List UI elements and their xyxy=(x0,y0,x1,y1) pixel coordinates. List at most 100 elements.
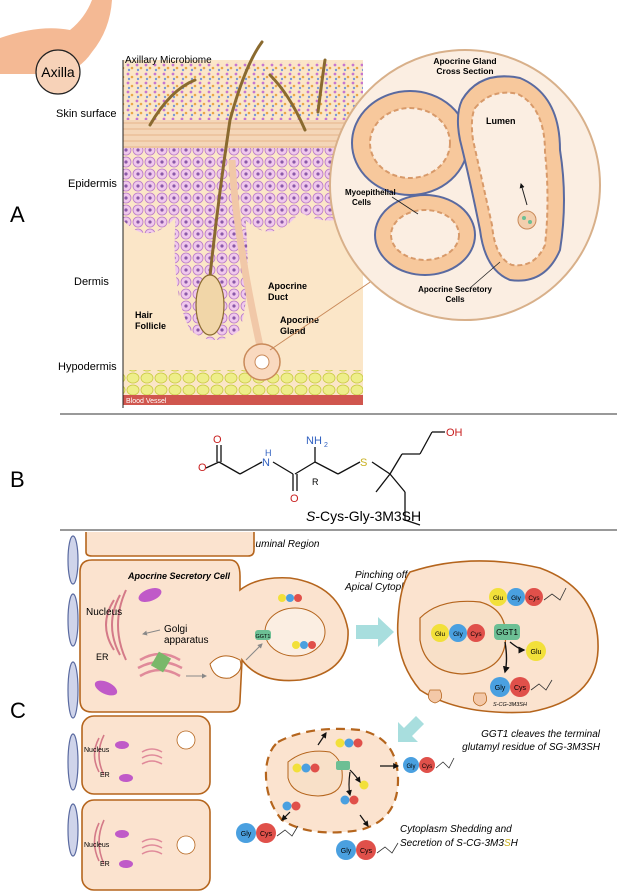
mitochondrion-icon xyxy=(119,860,133,868)
cross-section-title-1: Apocrine Gland xyxy=(433,56,496,66)
shed-out-arrow xyxy=(359,814,369,827)
ggt1-label: GGT1 xyxy=(496,628,518,637)
panel-b-letter: B xyxy=(10,467,25,492)
lower-nucleus-label: Nucleus xyxy=(84,747,110,754)
ggt1-enzyme xyxy=(494,624,520,640)
secretory-vesicle xyxy=(209,655,242,679)
panel-c: C Luminal Region Apocrine Secretory Cell… xyxy=(10,532,601,891)
layer-label-skin-surface: Skin surface xyxy=(56,108,117,120)
panel-c-letter: C xyxy=(10,698,26,723)
tripeptide-vesicle: Glu Gly Cys xyxy=(431,624,485,642)
tripeptide-top-right: Glu Gly Cys xyxy=(489,587,567,606)
atom-s: S xyxy=(360,457,367,469)
cys-label: Cys xyxy=(470,631,482,638)
shed-out-arrow xyxy=(281,811,291,821)
blood-vessel xyxy=(123,395,363,405)
myoepithelial-label-2: Cells xyxy=(352,198,372,207)
hair-follicle-bulb xyxy=(195,274,225,336)
pinching-label-1: Pinching off xyxy=(355,570,408,581)
released-dipeptide-left: Gly Cys xyxy=(236,823,299,843)
atom-nh2-subscript: 2 xyxy=(324,442,328,449)
lower-er-label-2: ER xyxy=(100,861,110,868)
membrane-protein xyxy=(427,689,443,704)
cys-label: Cys xyxy=(514,685,527,692)
atom-h: H xyxy=(265,448,272,458)
secretory-cell-lower-2 xyxy=(81,799,211,891)
free-glu-label: Glu xyxy=(531,649,542,656)
shed-arrow xyxy=(317,732,327,746)
panel-a-letter: A xyxy=(10,202,25,227)
secretory-cell-label: Apocrine Secretory Cell xyxy=(127,571,231,581)
cys-label: Cys xyxy=(360,848,373,855)
axilla-label: Axilla xyxy=(41,64,75,80)
secretory-cell-lower-1 xyxy=(81,715,211,795)
layer-label-epidermis: Epidermis xyxy=(68,178,117,190)
product-arrow xyxy=(502,641,510,674)
axilla-arm-icon xyxy=(0,0,112,74)
shed-arrow-icon xyxy=(398,716,424,742)
molecule-skeleton xyxy=(205,431,445,526)
mitochondrion-icon xyxy=(119,774,133,782)
molecule-caption: S-Cys-Gly-3M3SH xyxy=(306,508,421,524)
released-dipeptide-bottom: Gly Cys xyxy=(336,840,399,860)
apocrine-duct-shape xyxy=(228,159,266,356)
shedding-vesicle xyxy=(287,750,343,797)
axilla-circle xyxy=(35,49,81,95)
pinching-label-2: Apical Cytoplasm xyxy=(344,582,422,593)
lumen-label: Lumen xyxy=(486,116,516,126)
atom-o-bottom: O xyxy=(290,493,299,505)
gly-label: Gly xyxy=(241,831,252,838)
free-glu xyxy=(526,641,546,661)
apocrine-duct-label-2: Duct xyxy=(268,292,288,302)
gly-label: Gly xyxy=(341,848,352,855)
pinch-arrow-icon xyxy=(356,617,394,647)
bulge-ggt1-label: GGT1 xyxy=(256,634,271,640)
golgi-label-1: Golgi xyxy=(164,624,187,635)
gly-label: Gly xyxy=(511,595,522,602)
shed-arrow xyxy=(349,769,361,783)
atom-n: N xyxy=(262,457,270,469)
panel-a: A Axilla Skin surface Epidermis Dermis H… xyxy=(0,0,601,408)
atom-o-top: O xyxy=(213,434,222,446)
skin-cross-section: Blood Vessel xyxy=(123,60,363,405)
glu-label: Glu xyxy=(435,631,446,638)
cross-section-title-2: Cross Section xyxy=(436,66,493,76)
cell-top-partial xyxy=(85,532,255,557)
gly-label: Gly xyxy=(453,631,464,638)
secretory-pointer xyxy=(469,261,501,289)
vesicle-arrow-2 xyxy=(245,643,263,661)
atom-r: R xyxy=(312,477,319,487)
hair-follicle-label-1: Hair xyxy=(135,310,153,320)
atom-nh2: NH xyxy=(306,435,322,447)
glu-label: Glu xyxy=(493,595,504,602)
apocrine-gland-label-1: Apocrine xyxy=(280,315,319,325)
gland-cross-section xyxy=(329,49,601,321)
cys-label: Cys xyxy=(422,764,432,770)
dipeptide-product: Gly Cys xyxy=(490,677,553,697)
cys-label: Cys xyxy=(260,831,273,838)
mitochondrion-icon xyxy=(94,680,118,696)
myoepithelial-label-1: Myoepithelial xyxy=(345,188,396,197)
membrane-protein xyxy=(472,692,488,707)
panel-b: B O O N H O NH xyxy=(10,427,463,526)
secretory-label-2: Cells xyxy=(445,295,465,304)
gly-label: Gly xyxy=(407,764,416,770)
mitochondrion-icon xyxy=(138,588,162,602)
cys-label: Cys xyxy=(528,595,540,602)
layer-label-dermis: Dermis xyxy=(74,276,109,288)
shedding-caption-2: Secretion of S-CG-3M3SH xyxy=(400,838,519,849)
bulge-ggt1 xyxy=(255,630,271,640)
nucleus-shape xyxy=(105,589,127,661)
blood-vessel-label: Blood Vessel xyxy=(126,398,167,405)
cleavage-arrow xyxy=(509,641,526,654)
zoom-line-lower xyxy=(269,269,389,351)
shed-tripeptides xyxy=(282,738,369,811)
golgi-cargo xyxy=(150,651,172,673)
mitochondrion-icon xyxy=(115,830,129,838)
mitochondrion-icon xyxy=(115,741,129,749)
bulge-tripeptide-bottom xyxy=(292,641,316,649)
atom-oh: OH xyxy=(446,427,463,439)
hair-strands xyxy=(148,40,327,327)
shedding-caption-1: Cytoplasm Shedding and xyxy=(400,824,512,835)
microbiome-label: Axillary Microbiome xyxy=(125,55,212,66)
